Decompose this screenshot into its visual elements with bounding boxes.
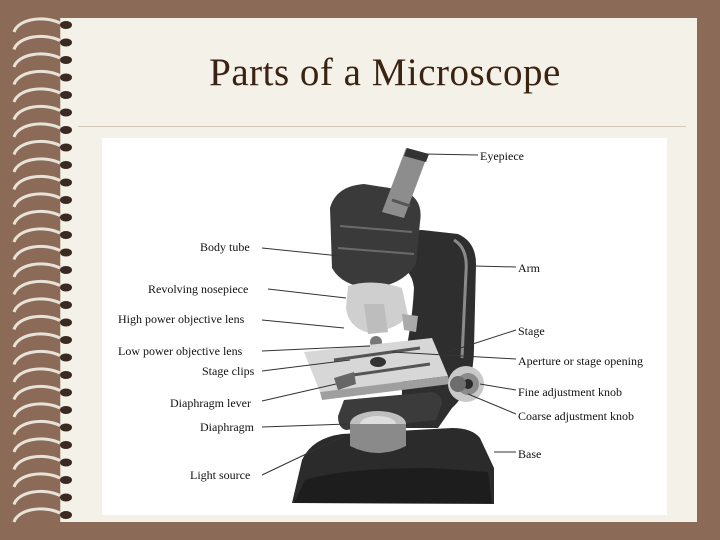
spiral-hole xyxy=(60,213,72,222)
leader-lines xyxy=(261,153,517,476)
label-diaphragm: Diaphragm xyxy=(200,420,254,434)
spiral-hole xyxy=(60,441,72,449)
spiral-hole xyxy=(60,301,72,309)
spiral-ring xyxy=(12,139,61,156)
microscope-illustration xyxy=(292,148,494,504)
label-fine-adjustment-knob: Fine adjustment knob xyxy=(518,385,622,399)
label-stage: Stage xyxy=(518,324,545,338)
label-eyepiece: Eyepiece xyxy=(480,149,524,163)
spiral-hole xyxy=(60,336,72,344)
spiral-ring xyxy=(12,69,61,86)
spiral-hole xyxy=(60,161,72,169)
spiral-hole xyxy=(60,178,72,187)
spiral-ring xyxy=(12,279,61,296)
spiral-ring xyxy=(12,227,61,243)
spiral-ring xyxy=(12,157,61,173)
spiral-ring xyxy=(12,192,61,208)
label-arm: Arm xyxy=(518,261,540,275)
spiral-ring xyxy=(12,419,61,436)
spiral-hole xyxy=(60,91,72,99)
spiral-hole xyxy=(60,493,72,502)
spiral-hole xyxy=(60,318,72,327)
spiral-ring xyxy=(12,349,61,366)
spiral-ring xyxy=(12,34,61,51)
spiral-hole xyxy=(60,231,72,239)
label-coarse-adjustment-knob: Coarse adjustment knob xyxy=(518,409,634,423)
spiral-hole xyxy=(60,196,72,204)
spiral-hole xyxy=(60,458,72,467)
spiral-hole xyxy=(60,353,72,362)
label-diaphragm-lever: Diaphragm lever xyxy=(170,396,251,410)
spiral-ring xyxy=(12,244,61,261)
slide-title: Parts of a Microscope xyxy=(209,51,561,94)
label-high-power-objective-lens: High power objective lens xyxy=(118,312,245,326)
label-stage-clips: Stage clips xyxy=(202,364,255,378)
spiral-hole xyxy=(60,406,72,414)
spiral-hole xyxy=(60,143,72,152)
spiral-binding xyxy=(12,17,72,523)
spiral-ring xyxy=(12,262,61,278)
label-light-source: Light source xyxy=(190,468,251,482)
spiral-hole xyxy=(60,73,72,82)
title-divider xyxy=(78,126,686,127)
spiral-hole xyxy=(60,371,72,379)
spiral-ring xyxy=(12,402,61,418)
spiral-hole xyxy=(60,21,72,29)
spiral-hole xyxy=(60,108,72,117)
spiral-ring xyxy=(12,489,61,506)
spiral-hole xyxy=(60,126,72,134)
spiral-ring xyxy=(12,122,61,138)
label-revolving-nosepiece: Revolving nosepiece xyxy=(148,282,249,296)
spiral-hole xyxy=(60,511,72,519)
spiral-ring xyxy=(12,17,61,33)
spiral-ring xyxy=(12,52,61,68)
label-aperture: Aperture or stage opening xyxy=(518,354,643,368)
spiral-ring xyxy=(12,437,61,453)
spiral-ring xyxy=(12,332,61,348)
spiral-ring xyxy=(12,454,61,471)
spiral-ring xyxy=(12,507,61,523)
microscope-diagram: Eyepiece Body tube Revolving nosepiece H… xyxy=(102,138,667,515)
label-body-tube: Body tube xyxy=(200,240,250,254)
spiral-ring xyxy=(12,367,61,383)
spiral-ring xyxy=(12,472,61,488)
spiral-ring xyxy=(12,297,61,313)
label-base: Base xyxy=(518,447,542,461)
label-low-power-objective-lens: Low power objective lens xyxy=(118,344,243,358)
spiral-ring xyxy=(12,104,61,121)
spiral-hole xyxy=(60,248,72,257)
spiral-hole xyxy=(60,423,72,432)
spiral-hole xyxy=(60,266,72,274)
spiral-ring xyxy=(12,87,61,103)
spiral-ring xyxy=(12,314,61,331)
spiral-hole xyxy=(60,476,72,484)
spiral-ring xyxy=(12,174,61,191)
spiral-hole xyxy=(60,38,72,47)
spiral-ring xyxy=(12,384,61,401)
spiral-hole xyxy=(60,388,72,397)
spiral-hole xyxy=(60,283,72,292)
spiral-hole xyxy=(60,56,72,64)
spiral-ring xyxy=(12,209,61,226)
